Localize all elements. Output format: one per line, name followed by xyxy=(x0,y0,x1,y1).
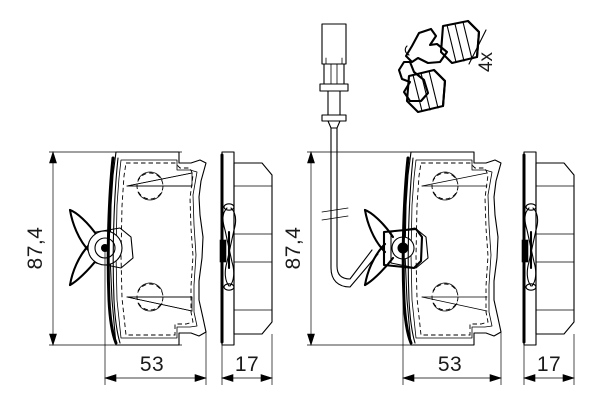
left-pad-front-view xyxy=(68,151,207,346)
right-thickness-dimension-label: 17 xyxy=(537,353,561,376)
right-height-dimension-label: 87,4 xyxy=(282,227,305,270)
right-pad-side-view xyxy=(521,151,575,346)
wear-sensor-connector xyxy=(319,23,349,129)
left-pad-dimension-lines: 87,4 53 17 xyxy=(24,151,273,385)
left-pad-side-view xyxy=(219,151,273,346)
right-width-dimension-label: 53 xyxy=(438,353,462,376)
lower-rivet-hole xyxy=(136,283,164,311)
sensor-cable xyxy=(321,127,379,288)
right-pad-front-view xyxy=(363,151,502,346)
left-thickness-dimension-label: 17 xyxy=(235,353,259,376)
lower-rivet-hole-right xyxy=(431,283,459,311)
right-pad-dimension-lines: 87,4 53 17 xyxy=(282,151,575,385)
clip-quantity-label: 4x xyxy=(476,51,497,72)
right-pad-spring-clip xyxy=(363,208,429,287)
left-width-dimension-label: 53 xyxy=(140,353,164,376)
upper-rivet-hole xyxy=(136,172,164,200)
upper-rivet-hole-right xyxy=(431,172,459,200)
left-height-dimension-label: 87,4 xyxy=(24,227,47,270)
retaining-clips-group: 4x xyxy=(397,19,497,114)
